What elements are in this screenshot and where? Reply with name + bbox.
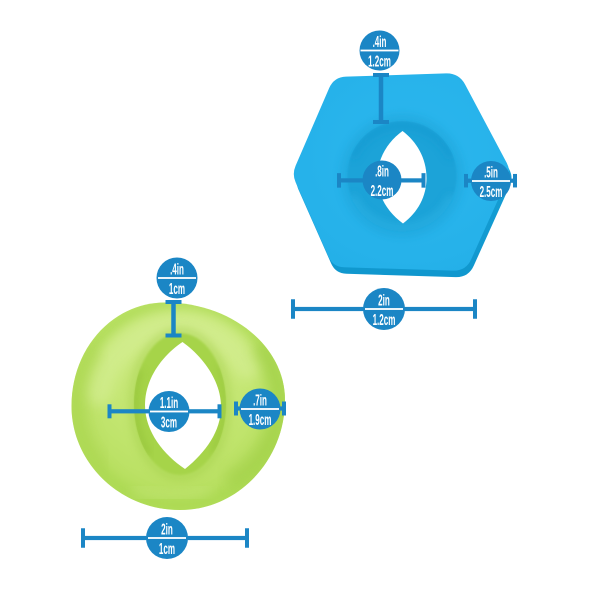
svg-text:1.2cm: 1.2cm <box>373 311 396 329</box>
svg-text:1.2cm: 1.2cm <box>368 53 391 71</box>
svg-text:.7in: .7in <box>253 392 267 410</box>
svg-text:.4in: .4in <box>373 33 387 51</box>
svg-text:.8in: .8in <box>375 163 389 181</box>
svg-text:2in: 2in <box>378 292 390 310</box>
svg-text:.4in: .4in <box>170 261 184 279</box>
svg-text:1.1in: 1.1in <box>160 394 178 412</box>
svg-text:1cm: 1cm <box>169 280 185 298</box>
svg-text:3cm: 3cm <box>161 414 177 432</box>
svg-text:2in: 2in <box>161 521 173 539</box>
svg-text:2.2cm: 2.2cm <box>371 182 394 200</box>
svg-text:1.9cm: 1.9cm <box>249 411 272 429</box>
svg-text:.5in: .5in <box>484 164 498 182</box>
svg-text:2.5cm: 2.5cm <box>480 183 503 201</box>
svg-text:1cm: 1cm <box>159 540 175 558</box>
